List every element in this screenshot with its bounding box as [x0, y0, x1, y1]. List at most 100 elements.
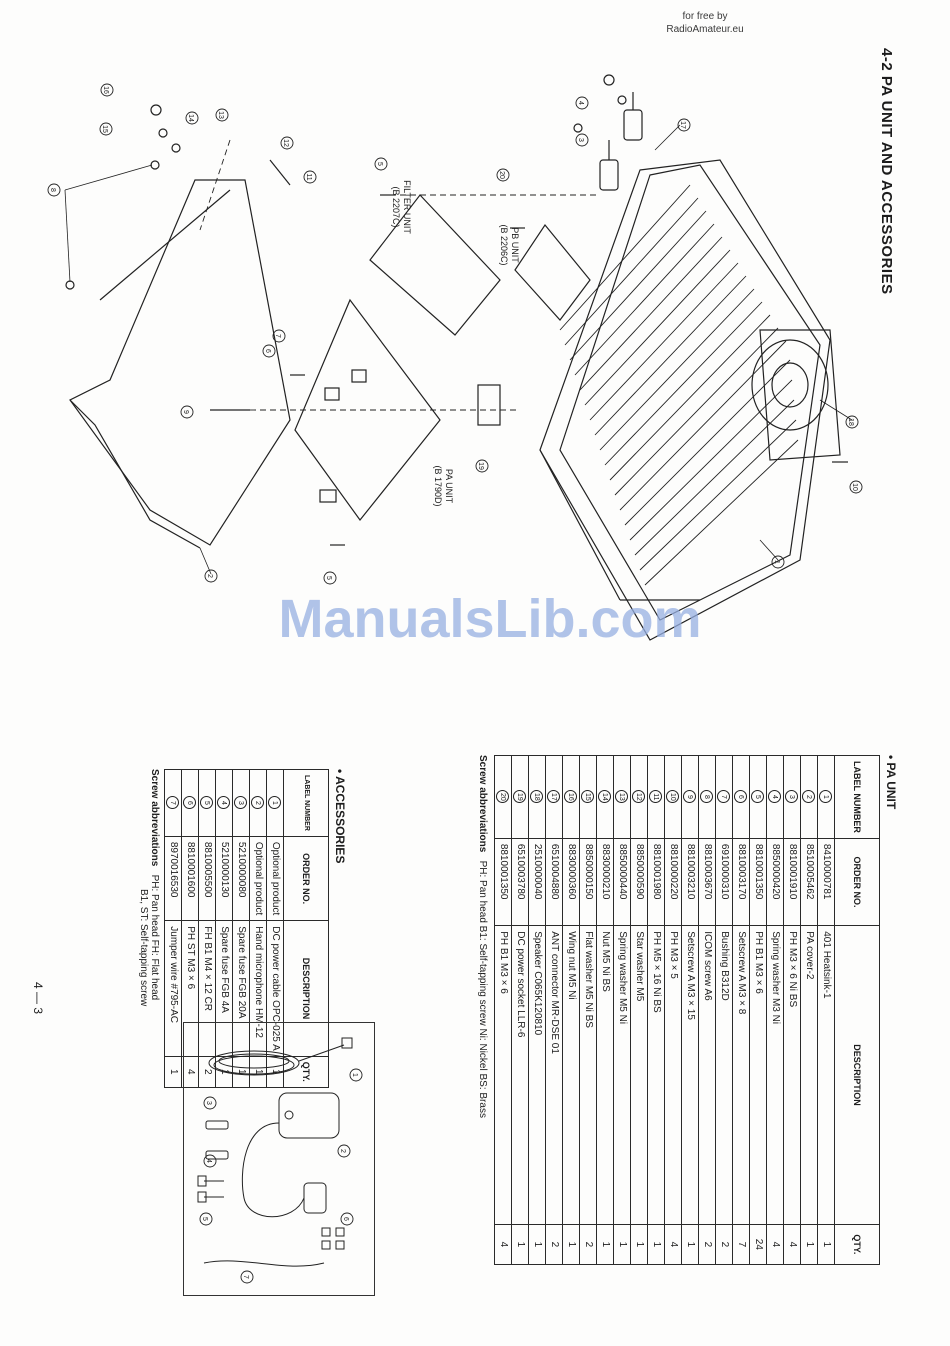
col-order-no: ORDER NO.	[834, 838, 880, 926]
label-number-cell: 2	[800, 755, 818, 839]
svg-text:4: 4	[577, 101, 584, 105]
order-no-cell: 8810001910	[783, 838, 801, 926]
description-cell: PH B1 M3 × 6	[749, 925, 767, 1225]
label-number-cell: 8	[698, 755, 716, 839]
callout-19: 19	[475, 459, 489, 473]
col-label-number: LABEL NUMBER	[834, 755, 880, 839]
svg-text:7: 7	[274, 334, 281, 338]
description-cell: ANT connector MR-DSE 01	[545, 925, 563, 1225]
callout-11: 11	[303, 170, 317, 184]
description-cell: Speaker C065K120810	[528, 925, 546, 1225]
label-number-cell: 10	[664, 755, 682, 839]
order-no-cell: 8810001350	[749, 838, 767, 926]
svg-text:2: 2	[339, 1149, 346, 1153]
label-number-cell: 19	[511, 755, 529, 839]
svg-text:1: 1	[351, 1073, 358, 1077]
pa-unit-table-header: LABEL NUMBER ORDER NO. DESCRIPTION QTY.	[834, 755, 880, 1265]
pa-abbrev-text: PH: Pan head B1: Self-tapping screw Ni: …	[477, 860, 488, 1118]
description-cell: PH M5 × 16 Ni BS	[647, 925, 665, 1225]
label-number-circle: 10	[666, 790, 680, 804]
callout-4: 4	[575, 96, 589, 110]
order-no-cell: Optional product	[266, 836, 284, 921]
description-cell: PH B1 M3 × 6	[494, 925, 512, 1225]
svg-text:18: 18	[847, 418, 854, 426]
callout-5a: 5	[374, 157, 388, 171]
order-no-cell: 8850000440	[613, 838, 631, 926]
label-number-cell: 18	[528, 755, 546, 839]
svg-text:8: 8	[49, 188, 56, 192]
callout-3: 3	[575, 133, 589, 147]
description-cell: 401 Heatsink-1	[817, 925, 835, 1225]
qty-cell: 1	[800, 1224, 818, 1265]
fuse-20a-drawing	[205, 1120, 229, 1130]
description-cell: Star washer M5	[630, 925, 648, 1225]
svg-text:5: 5	[325, 576, 332, 580]
order-no-cell: 8830000210	[596, 838, 614, 926]
order-no-cell: 8810001600	[181, 836, 199, 921]
qty-cell: 2	[545, 1224, 563, 1265]
svg-text:11: 11	[305, 173, 312, 180]
dc-socket-drawing	[477, 384, 501, 426]
label-number-circle: 1	[268, 796, 282, 810]
svg-text:14: 14	[187, 114, 194, 122]
description-cell: Spring washer M5 Ni	[613, 925, 631, 1225]
acc-callout-3: 3	[203, 1096, 217, 1110]
callout-13: 13	[215, 108, 229, 122]
order-no-cell: 8810005500	[198, 836, 216, 921]
acc-col-label-number: LABEL NUMBER	[283, 769, 329, 837]
fuse-4a-drawing	[205, 1150, 229, 1160]
jumper-wire-drawing	[203, 1260, 325, 1267]
description-cell: Setscrew A M3 × 15	[681, 925, 699, 1225]
description-cell: Jumper wire #795-AC	[164, 920, 182, 1057]
svg-text:1: 1	[773, 560, 780, 564]
svg-text:16: 16	[102, 86, 109, 94]
callout-15: 15	[99, 122, 113, 136]
hand-microphone-drawing	[241, 1092, 340, 1218]
heatsink-drawing	[539, 159, 841, 641]
label-number-circle: 19	[513, 790, 527, 804]
label-number-circle: 15	[581, 790, 595, 804]
pa-unit-section: • PA UNIT LABEL NUMBER ORDER NO. DESCRIP…	[378, 755, 898, 1265]
pb-unit-label: PB UNIT(B 2206C)	[499, 224, 520, 266]
label-number-cell: 3	[783, 755, 801, 839]
callout-2: 2	[204, 569, 218, 583]
qty-cell: 1	[164, 1056, 182, 1088]
callout-16: 16	[100, 83, 114, 97]
description-cell: ICOM screw A6	[698, 925, 716, 1225]
svg-text:9: 9	[182, 410, 189, 414]
qty-cell: 1	[596, 1224, 614, 1265]
callout-8: 8	[47, 183, 61, 197]
label-number-cell: 20	[494, 755, 512, 839]
callout-7: 7	[272, 329, 286, 343]
svg-text:19: 19	[477, 462, 484, 470]
order-no-cell: 8410000781	[817, 838, 835, 926]
label-number-circle: 6	[734, 790, 748, 804]
pa-screw-abbreviations: Screw abbreviations PH: Pan head B1: Sel…	[477, 755, 488, 1265]
description-cell: Flat washer M5 Ni BS	[579, 925, 597, 1225]
page-title: 4-2 PA UNIT AND ACCESSORIES	[878, 48, 895, 295]
label-number-circle: 6	[183, 796, 197, 810]
qty-cell: 1	[528, 1224, 546, 1265]
ant-connectors-drawing	[573, 74, 643, 191]
label-number-cell: 15	[579, 755, 597, 839]
site-link[interactable]: RadioAmateur.eu	[666, 24, 744, 35]
label-number-cell: 3	[232, 769, 250, 837]
svg-text:7: 7	[242, 1275, 249, 1279]
page-number: 4 — 3	[31, 981, 45, 1014]
pa-cover-drawing	[69, 179, 291, 549]
svg-text:10: 10	[851, 483, 858, 491]
label-number-circle: 20	[496, 790, 510, 804]
accessories-illustration: 1 2 3 4 5 6 7	[197, 1037, 363, 1284]
